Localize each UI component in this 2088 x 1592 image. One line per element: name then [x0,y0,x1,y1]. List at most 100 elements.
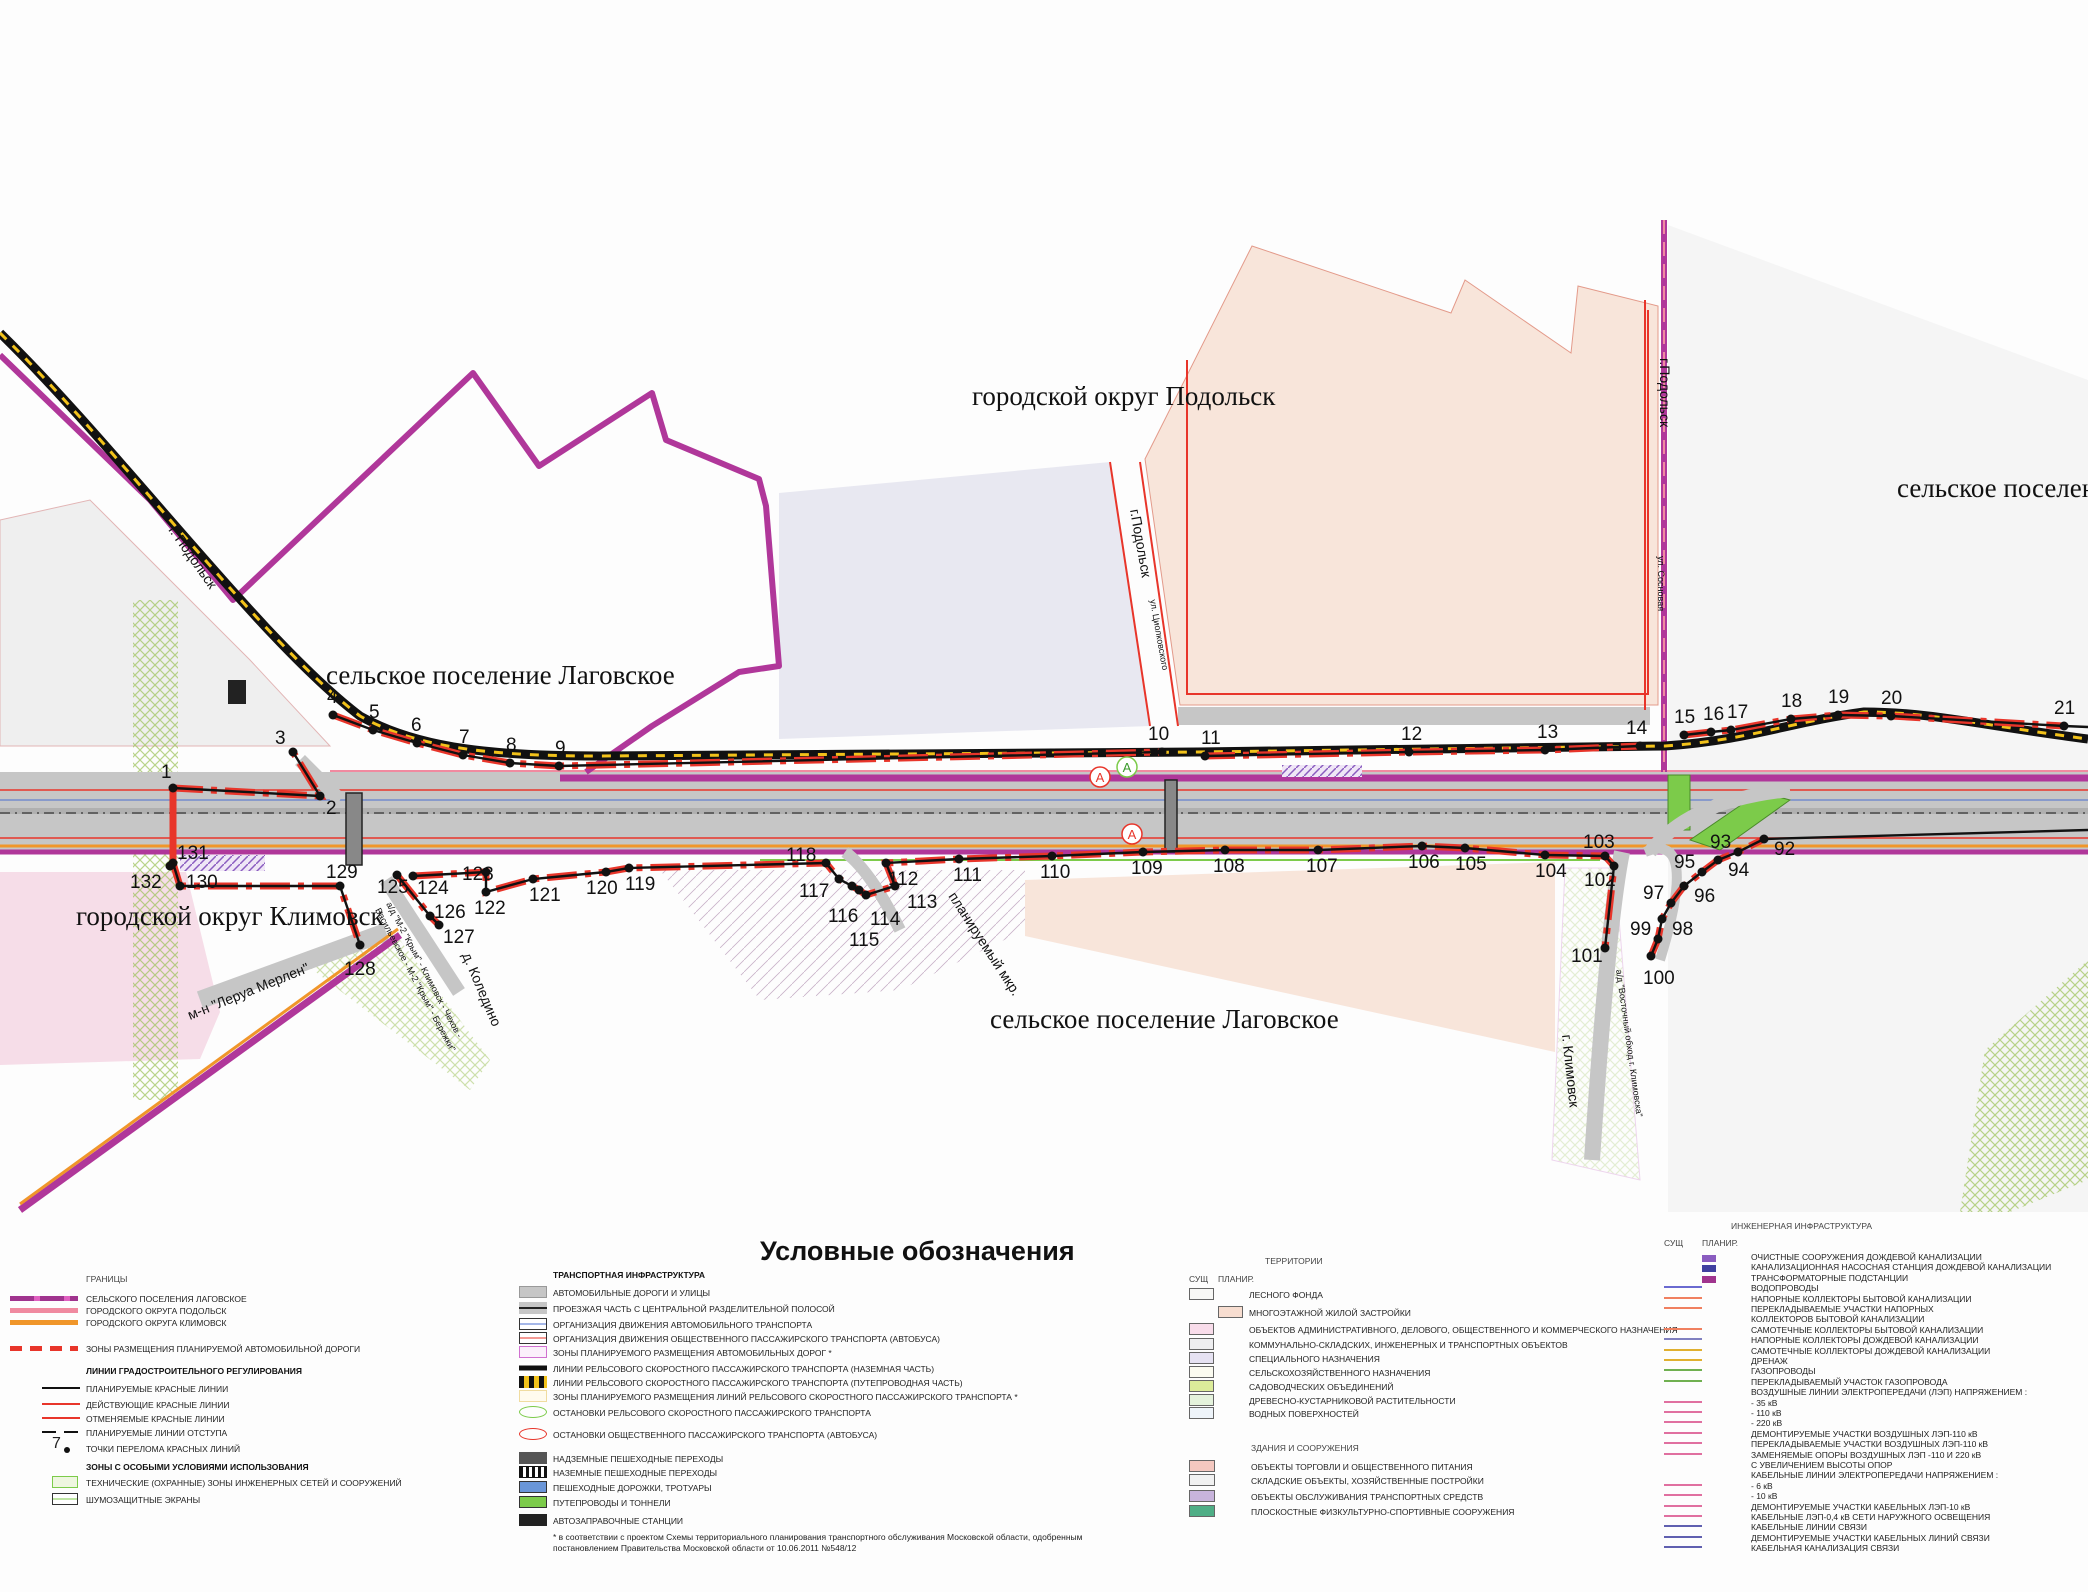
breakpoint-label: 124 [417,878,449,899]
transport-swatch [519,1332,547,1344]
legend-column-existing: СУЩ [1664,1238,1684,1248]
zone-swatch [52,1493,78,1505]
legend-item-label: ОСТАНОВКИ РЕЛЬСОВОГО СКОРОСТНОГО ПАССАЖИ… [553,1408,871,1418]
breakpoint-dot [847,881,857,891]
breakpoint-dot [481,887,491,897]
breakpoint-dot [1540,745,1550,755]
boundary-swatch [10,1320,78,1325]
breakpoint-label: 103 [1583,832,1615,853]
breakpoint-dot [1666,898,1676,908]
pedestrian-overpass [345,792,363,866]
transport-swatch [519,1376,547,1388]
breakpoint-dot [392,870,402,880]
breakpoint-dot [458,750,468,760]
territory-swatch [1189,1288,1214,1300]
legend-item-label: ДЕМОНТИРУЕМЫЕ УЧАСТКИ КАБЕЛЬНЫХ ЛЭП-10 к… [1751,1501,1971,1512]
breakpoint-dot [1786,714,1796,724]
breakpoint-dot [2059,721,2069,731]
legend-item-label: САМОТЕЧНЫЕ КОЛЛЕКТОРЫ ДОЖДЕВОЙ КАНАЛИЗАЦ… [1751,1345,1991,1356]
planned-red-line [412,844,1616,949]
planned-red-line [171,862,362,946]
legend-heading-regulation: ЛИНИИ ГРАДОСТРОИТЕЛЬНОГО РЕГУЛИРОВАНИЯ [86,1366,302,1376]
red-line-swatch [42,1387,80,1389]
label-rural-settlement-east: сельское поселени [1897,473,2088,503]
breakpoint-label: 2 [326,798,337,819]
legend-item-label: ГОРОДСКОГО ОКРУГА ПОДОЛЬСК [86,1306,227,1316]
breakpoint-dot [1404,747,1414,757]
breakpoint-label: 15 [1674,707,1695,728]
breakpoint-label: 14 [1626,718,1648,739]
engineering-swatch [1664,1515,1702,1517]
breakpoint-dot [355,940,365,950]
breakpoint-dot [861,890,871,900]
transport-swatch [519,1346,547,1358]
legend-item-label: ШУМОЗАЩИТНЫЕ ЭКРАНЫ [86,1495,201,1505]
breakpoint-dot [408,871,418,881]
legend-item-label: ДРЕВЕСНО-КУСТАРНИКОВОЙ РАСТИТЕЛЬНОСТИ [1249,1396,1456,1406]
lagovskoe-boundary [0,352,782,775]
breakpoint-label: 108 [1213,856,1245,877]
breakpoint-label: 19 [1828,687,1849,708]
breakpoint-dot [890,881,900,891]
engineering-swatch [1664,1483,1702,1486]
legend-item-label: СПЕЦИАЛЬНОГО НАЗНАЧЕНИЯ [1249,1354,1380,1364]
bus-stop-icon: А [1089,766,1111,788]
legend-item-label: СЕЛЬСКОХОЗЯЙСТВЕННОГО НАЗНАЧЕНИЯ [1249,1368,1431,1378]
red-line-swatch [42,1431,80,1433]
red-line-swatch [42,1417,80,1419]
transport-swatch [519,1466,547,1478]
legend-item-label: ОРГАНИЗАЦИЯ ДВИЖЕНИЯ АВТОМОБИЛЬНОГО ТРАН… [553,1320,813,1330]
engineering-swatch [1702,1265,1716,1273]
breakpoint-dot [1733,847,1743,857]
breakpoint-dot [954,854,964,864]
legend-item-label: КАБЕЛЬНЫЕ ЛЭП-0,4 кВ СЕТИ НАРУЖНОГО ОСВЕ… [1751,1512,1991,1522]
breakpoint-label: 114 [870,909,901,930]
transport-swatch [519,1481,547,1493]
territory-swatch [1189,1366,1214,1378]
breakpoint-dot [1657,914,1667,924]
breakpoint-label: 16 [1703,704,1724,725]
breakpoint-label: 21 [2054,698,2075,719]
bus-stop-letter: А [1128,827,1137,842]
breakpoint-dot [624,863,634,873]
breakpoint-label: 127 [443,927,475,948]
legend-item-label: ПЛОСКОСТНЫЕ ФИЗКУЛЬТУРНО-СПОРТИВНЫЕ СООР… [1251,1507,1515,1517]
territory-swatch [1189,1394,1214,1406]
label-lagovskoe-south: сельское поселение Лаговское [990,1004,1339,1034]
residential-area-south [1025,862,1555,1052]
legend-item-label: ВОЗДУШНЫЕ ЛИНИИ ЭЛЕКТРОПЕРЕДАЧИ (ЛЭП) НА… [1751,1387,2028,1398]
legend-item-label: ДЕМОНТИРУЕМЫЕ УЧАСТКИ КАБЕЛЬНЫХ ЛИНИЙ СВ… [1751,1532,1990,1543]
breakpoint-label: 128 [344,959,376,980]
breakpoint-label: 13 [1537,722,1558,743]
engineering-swatch [1664,1307,1702,1309]
breakpoint-dot [1200,751,1210,761]
legend-item-label: ЛИНИИ РЕЛЬСОВОГО СКОРОСТНОГО ПАССАЖИРСКО… [553,1378,963,1388]
legend-item-label: ВОДНЫХ ПОВЕРХНОСТЕЙ [1249,1409,1359,1419]
breakpoint-label: 102 [1584,870,1616,891]
legend-item-label: ПЕРЕКЛАДЫВАЕМЫЕ УЧАСТКИ ВОЗДУШНЫХ ЛЭП-11… [1751,1439,1989,1450]
label-to-podolsk-nw: г. Подольск [166,523,221,593]
breakpoint-dot [1138,847,1148,857]
legend-item-label: СКЛАДСКИЕ ОБЪЕКТЫ, ХОЗЯЙСТВЕННЫЕ ПОСТРОЙ… [1251,1476,1484,1486]
engineering-swatch [1664,1338,1702,1341]
legend-heading-transport: ТРАНСПОРТНАЯ ИНФРАСТРУКТУРА [553,1270,706,1280]
breakpoint-dot [481,867,491,877]
engineering-swatch [1664,1369,1702,1372]
pedestrian-overpass [1164,779,1178,853]
red-line-podolsk-block [1186,310,1649,695]
legend-item-label: ЗОНЫ ПЛАНИРУЕМОГО РАЗМЕЩЕНИЯ ЛИНИЙ РЕЛЬС… [553,1392,1018,1402]
transport-swatch [519,1428,547,1440]
legend-column-planned: ПЛАНИР. [1218,1274,1255,1284]
breakpoint-dot [168,783,178,793]
zone-swatch [52,1476,78,1488]
breakpoint-dot [1600,943,1610,953]
breakpoint-label: 96 [1694,886,1715,907]
engineering-swatch [1664,1442,1702,1445]
breakpoint-dot [434,920,444,930]
label-klimovsk-district: городской округ Климовск [76,901,384,931]
breakpoint-label: 7 [459,727,470,748]
rail-stop-icon: А [1116,756,1138,778]
